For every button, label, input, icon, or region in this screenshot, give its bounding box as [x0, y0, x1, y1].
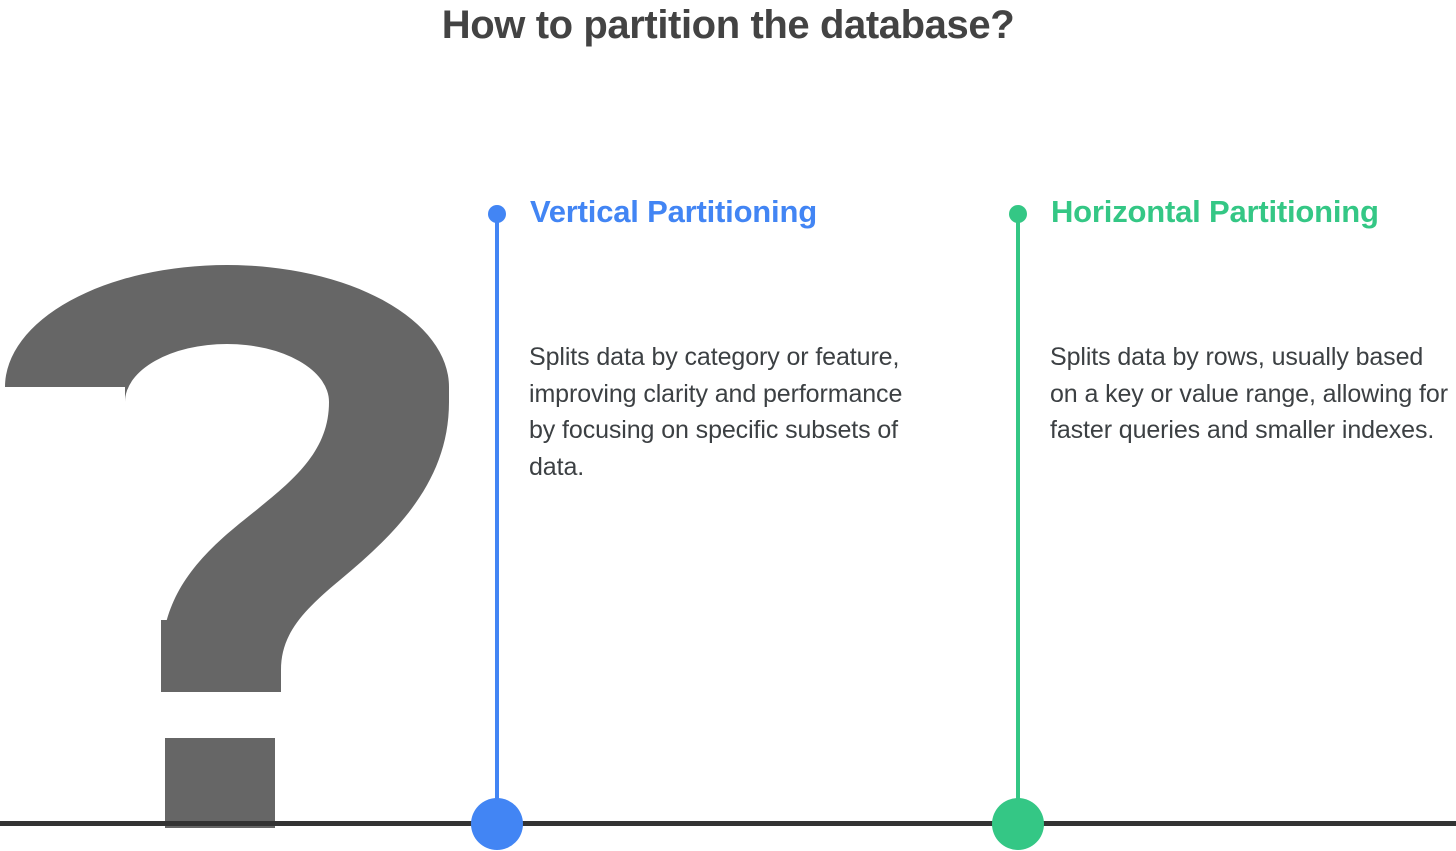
branch-marker-top-vertical	[488, 205, 506, 223]
branch-marker-base-vertical	[471, 798, 523, 850]
branch-vertical-partitioning: Vertical Partitioning Splits data by cat…	[471, 0, 957, 851]
branch-heading-vertical: Vertical Partitioning	[530, 194, 817, 229]
branch-marker-top-horizontal	[1009, 205, 1027, 223]
branch-horizontal-partitioning: Horizontal Partitioning Splits data by r…	[992, 0, 1456, 851]
branch-heading-horizontal: Horizontal Partitioning	[1051, 194, 1379, 229]
branch-connector-line-horizontal	[1016, 214, 1020, 824]
branch-body-horizontal: Splits data by rows, usually based on a …	[1050, 343, 1448, 445]
baseline-axis	[0, 821, 1456, 826]
branch-marker-base-horizontal	[992, 798, 1044, 850]
question-mark-icon	[0, 150, 470, 840]
page-title: How to partition the database?	[441, 3, 1015, 47]
branch-body-vertical: Splits data by category or feature, impr…	[529, 343, 903, 481]
branch-connector-line-vertical	[495, 214, 499, 824]
